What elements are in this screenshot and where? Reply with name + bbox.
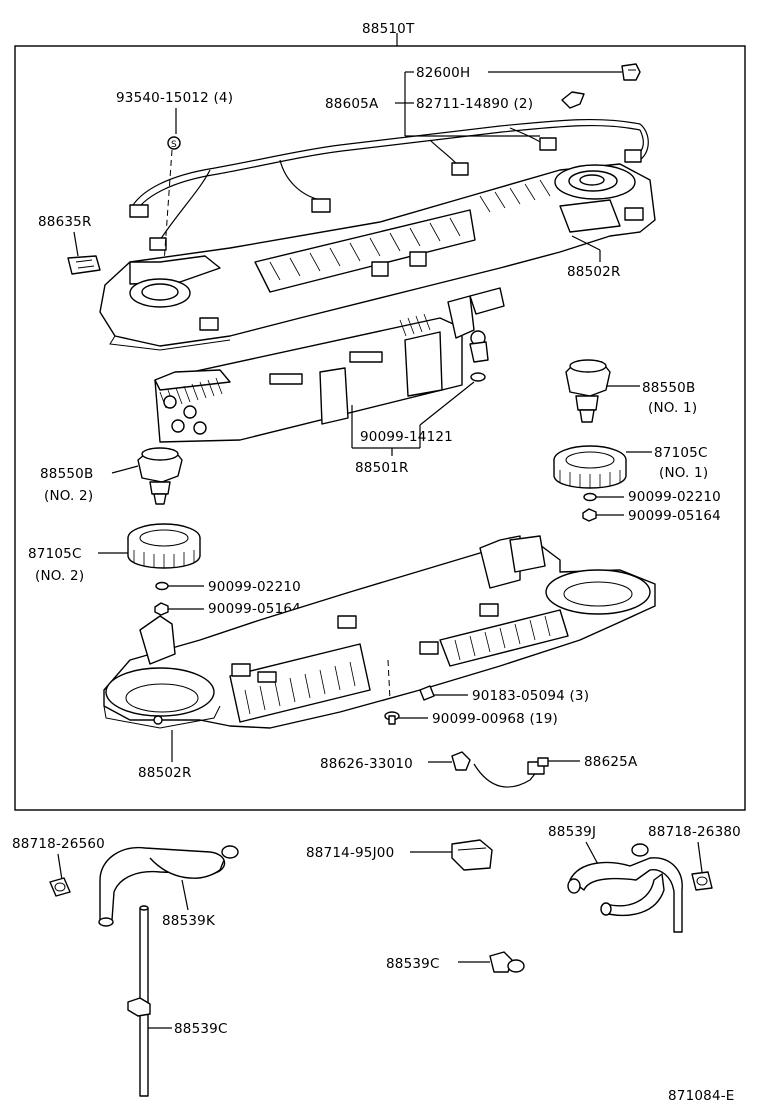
label-88539C-mid: 88539C xyxy=(386,956,440,972)
evaporator-88501R xyxy=(154,287,505,443)
label-93540-15012: 93540-15012 (4) xyxy=(116,90,233,106)
o-ring-90099-14121-icon xyxy=(470,372,486,382)
sensor-88625A-icon xyxy=(473,757,549,788)
label-88625A: 88625A xyxy=(584,754,638,770)
lower-case-88502R xyxy=(103,535,656,729)
servo-motor-88550B-no2 xyxy=(137,447,183,505)
label-88550B-no2-sub: (NO. 2) xyxy=(44,488,93,504)
figure-code: 871084-E xyxy=(668,1088,735,1104)
label-88550B-no2: 88550B xyxy=(40,466,93,482)
blower-fan-87105C-no1 xyxy=(553,445,627,489)
label-88635R: 88635R xyxy=(38,214,92,230)
label-88550B-no1: 88550B xyxy=(642,380,695,396)
clip-90183-05094-icon xyxy=(419,685,435,701)
label-90099-02210-right: 90099-02210 xyxy=(628,489,721,505)
label-90183-05094: 90183-05094 (3) xyxy=(472,688,589,704)
label-88502R-top: 88502R xyxy=(567,264,621,280)
hose-88539J xyxy=(567,843,683,933)
svg-text:S: S xyxy=(171,140,177,150)
screw-90099-00968-icon xyxy=(384,711,400,725)
grommet-93540-icon xyxy=(167,136,181,150)
connector-88539C-icon xyxy=(489,951,525,973)
upper-case-88502R xyxy=(99,163,656,351)
label-88539C-bottom: 88539C xyxy=(174,1021,228,1037)
label-88550B-no1-sub: (NO. 1) xyxy=(648,400,697,416)
label-88714-95J00: 88714-95J00 xyxy=(306,845,394,861)
label-90099-14121: 90099-14121 xyxy=(360,429,453,445)
servo-motor-88550B-no1 xyxy=(565,359,611,423)
assembly-frame xyxy=(14,45,746,811)
label-90099-05164-right: 90099-05164 xyxy=(628,508,721,524)
blower-fan-87105C-no2 xyxy=(127,523,201,569)
nut-90099-05164-left-icon xyxy=(154,602,169,616)
label-88510T: 88510T xyxy=(362,21,415,37)
connector-88635R-icon xyxy=(67,255,101,275)
label-87105C-no1-sub: (NO. 1) xyxy=(659,465,708,481)
label-88718-26560: 88718-26560 xyxy=(12,836,105,852)
label-88605A: 88605A xyxy=(325,96,379,112)
bracket-88714-icon xyxy=(451,839,493,871)
clamp-88626-icon xyxy=(451,751,471,771)
wire-harness xyxy=(129,118,649,251)
label-82711-14890: 82711-14890 (2) xyxy=(416,96,533,112)
tube-88539C-long xyxy=(127,905,151,1097)
connector-82600H-icon xyxy=(621,63,641,81)
label-88501R: 88501R xyxy=(355,460,409,476)
label-90099-02210-left: 90099-02210 xyxy=(208,579,301,595)
label-88718-26380: 88718-26380 xyxy=(648,824,741,840)
label-87105C-no2: 87105C xyxy=(28,546,82,562)
clamp-88718-26560-icon xyxy=(49,877,71,897)
label-87105C-no2-sub: (NO. 2) xyxy=(35,568,84,584)
label-90099-00968: 90099-00968 (19) xyxy=(432,711,558,727)
washer-90099-02210-left-icon xyxy=(155,581,169,591)
label-88539K: 88539K xyxy=(162,913,216,929)
nut-90099-05164-right-icon xyxy=(582,508,597,522)
clamp-88718-26380-icon xyxy=(691,871,713,891)
label-88626-33010: 88626-33010 xyxy=(320,756,413,772)
washer-90099-02210-right-icon xyxy=(583,492,597,502)
label-87105C-no1: 87105C xyxy=(654,445,708,461)
label-90099-05164-left: 90099-05164 xyxy=(208,601,301,617)
label-88539J: 88539J xyxy=(548,824,596,840)
clip-82711-icon xyxy=(561,91,585,109)
label-88502R-bottom: 88502R xyxy=(138,765,192,781)
hose-88539K xyxy=(98,845,239,927)
label-82600H: 82600H xyxy=(416,65,470,81)
